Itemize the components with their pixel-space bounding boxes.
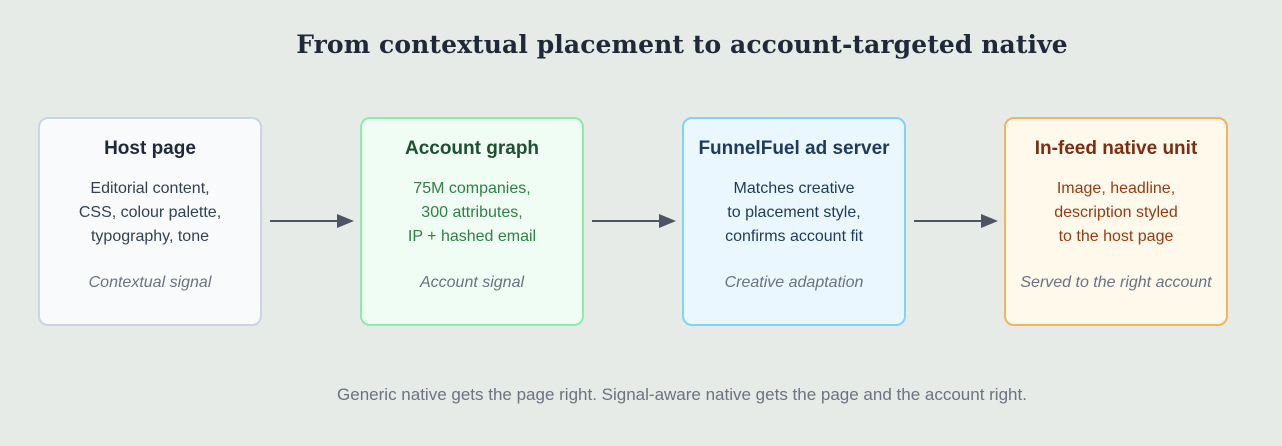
card-description: Image, headline, description styled to t… xyxy=(1006,177,1226,249)
card-line: CSS, colour palette, xyxy=(78,204,222,221)
card-line: to the host page xyxy=(1058,228,1174,245)
card-signal-label: Account signal xyxy=(419,274,525,291)
arrow-right-icon xyxy=(270,214,354,228)
card-line: 75M companies, xyxy=(413,180,531,197)
card-line: confirms account fit xyxy=(725,228,863,245)
card-title: Host page xyxy=(104,138,196,159)
card-line: description styled xyxy=(1054,204,1178,221)
card-signal-label: Creative adaptation xyxy=(724,274,864,291)
card-line: IP + hashed email xyxy=(407,228,537,245)
card-description: Matches creative to placement style, con… xyxy=(684,177,904,249)
card-signal-label: Contextual signal xyxy=(88,274,212,291)
card-title: FunnelFuel ad server xyxy=(698,138,890,159)
diagram-title: From contextual placement to account-tar… xyxy=(296,30,1068,59)
card-signal-label: Served to the right account xyxy=(1020,274,1212,291)
card-line: Editorial content, xyxy=(90,180,210,197)
card-title: Account graph xyxy=(404,138,540,159)
card-line: Matches creative xyxy=(733,180,855,197)
arrow-right-icon xyxy=(592,214,676,228)
host-page-card: Host page Editorial content, CSS, colour… xyxy=(38,117,262,326)
card-title: In-feed native unit xyxy=(1034,138,1198,159)
arrow-right-icon xyxy=(914,214,998,228)
card-line: to placement style, xyxy=(727,204,861,221)
native-unit-card: In-feed native unit Image, headline, des… xyxy=(1004,117,1228,326)
card-line: 300 attributes, xyxy=(421,204,523,221)
footer-caption: Generic native gets the page right. Sign… xyxy=(337,385,1027,404)
account-graph-card: Account graph 75M companies, 300 attribu… xyxy=(360,117,584,326)
card-line: typography, tone xyxy=(90,228,209,245)
card-description: Editorial content, CSS, colour palette, … xyxy=(40,177,260,249)
ad-server-card: FunnelFuel ad server Matches creative to… xyxy=(682,117,906,326)
card-description: 75M companies, 300 attributes, IP + hash… xyxy=(362,177,582,249)
card-line: Image, headline, xyxy=(1056,180,1176,197)
